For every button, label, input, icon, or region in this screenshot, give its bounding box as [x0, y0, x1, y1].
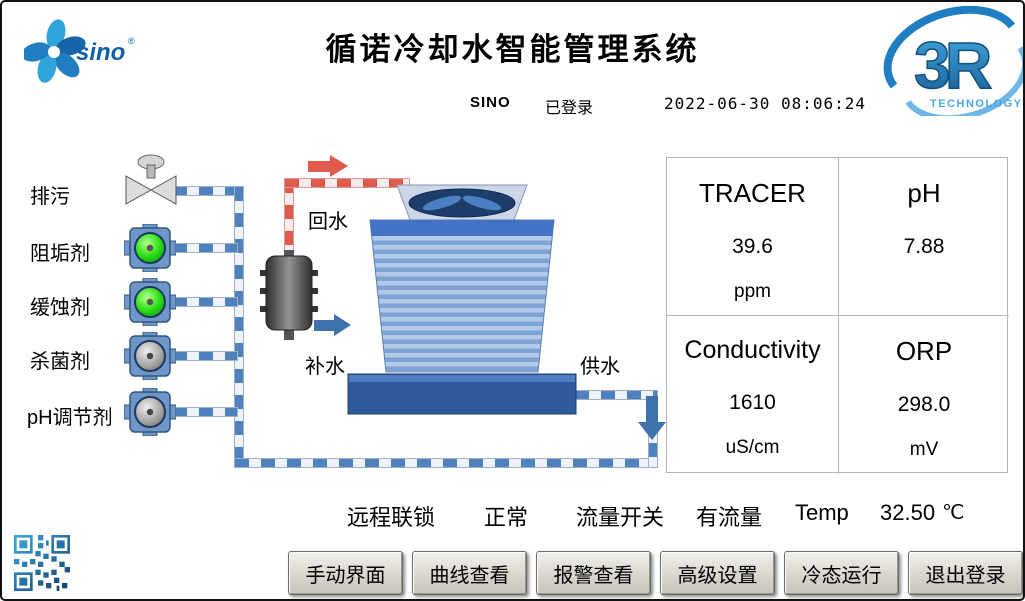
button-cold-run[interactable]: 冷态运行 — [784, 551, 899, 595]
pipe-pump1 — [172, 243, 238, 253]
button-logout[interactable]: 退出登录 — [908, 551, 1023, 595]
interlock-label: 远程联锁 — [347, 505, 436, 530]
pipe-pump3 — [172, 351, 238, 361]
conductivity-unit: uS/cm — [725, 437, 780, 458]
qr-code — [14, 535, 70, 591]
datetime: 2022-06-30 08:06:24 — [664, 94, 867, 113]
label-supply-water: 供水 — [580, 356, 620, 378]
ph-title: pH — [907, 178, 941, 208]
ph-value: 7.88 — [903, 235, 945, 258]
supply-arrow-tail — [646, 396, 658, 422]
temp-value: 32.50 — [880, 500, 936, 525]
flow-switch-value: 有流量 — [696, 505, 763, 530]
pipe-return-vertical — [284, 178, 294, 258]
user-name: SINO — [470, 94, 511, 111]
button-manual-screen[interactable]: 手动界面 — [288, 551, 403, 595]
orp-unit: mV — [909, 439, 939, 460]
button-advanced-settings[interactable]: 高级设置 — [660, 551, 775, 595]
fan-icon — [408, 188, 516, 218]
3r-swoosh-bottom — [905, 46, 1023, 116]
conductivity-value: 1610 — [729, 391, 776, 414]
blowdown-valve-icon — [125, 154, 177, 205]
sino-registered-mark: ® — [128, 36, 135, 46]
pipe-bottom-run — [234, 458, 658, 468]
3r-swoosh-top — [883, 6, 1016, 89]
bottom-button-bar: 手动界面 曲线查看 报警查看 高级设置 冷态运行 退出登录 — [288, 551, 1023, 595]
label-scale-inhibitor: 阻垢剂 — [30, 243, 90, 265]
label-ph-adjuster: pH调节剂 — [27, 407, 113, 429]
tracer-unit: ppm — [734, 281, 771, 302]
flow-switch-label: 流量开关 — [576, 505, 665, 530]
3r-logo: 3R TECHNOLOGY — [883, 6, 1023, 116]
label-corrosion-inhibitor: 缓蚀剂 — [30, 297, 90, 319]
filter-vessel-icon — [260, 250, 318, 340]
label-makeup-water: 补水 — [305, 356, 345, 378]
return-arrow-head — [330, 155, 348, 177]
temp-label: Temp — [795, 500, 849, 525]
tower-top-band — [370, 220, 554, 236]
button-alarm-view[interactable]: 报警查看 — [536, 551, 651, 595]
measurement-panel: TRACER 39.6 ppm pH 7.88 Conductivity 161… — [666, 157, 1009, 474]
label-blowdown: 排污 — [30, 186, 70, 208]
label-biocide: 杀菌剂 — [30, 351, 90, 373]
3r-logo-text: 3R — [914, 28, 992, 102]
conductivity-title: Conductivity — [684, 336, 821, 364]
orp-title: ORP — [895, 336, 953, 366]
pipe-pump2 — [172, 297, 238, 307]
pump-scale-inhibitor — [124, 224, 176, 272]
tracer-title: TRACER — [699, 178, 806, 208]
sino-logo: sino ® — [24, 19, 135, 83]
cell-tracer: TRACER 39.6 ppm — [667, 158, 839, 316]
makeup-arrow-tail — [314, 320, 334, 331]
pipe-pump4 — [172, 407, 238, 417]
cell-orp: ORP 298.0 mV — [839, 316, 1009, 474]
cell-conductivity: Conductivity 1610 uS/cm — [667, 316, 839, 474]
orp-value: 298.0 — [897, 393, 951, 416]
3r-logo-subtext: TECHNOLOGY — [930, 98, 1023, 110]
button-curve-view[interactable]: 曲线查看 — [412, 551, 527, 595]
interlock-value: 正常 — [484, 505, 529, 530]
cell-ph: pH 7.88 — [839, 158, 1009, 316]
page-title: 循诺冷却水智能管理系统 — [325, 32, 700, 67]
pump-biocide — [124, 332, 176, 380]
makeup-arrow-head — [334, 314, 351, 336]
supply-arrow-head — [638, 422, 666, 440]
label-return-water: 回水 — [308, 211, 348, 233]
cooling-tower — [347, 184, 577, 415]
pump-ph-adjuster — [124, 388, 176, 436]
login-status: 已登录 — [545, 100, 594, 117]
pipe-dosing-trunk — [234, 186, 244, 468]
sino-logo-text: sino — [76, 39, 125, 66]
pump-corrosion-inhibitor — [124, 278, 176, 326]
temp-unit: ℃ — [942, 502, 965, 524]
tracer-value: 39.6 — [732, 235, 773, 258]
return-arrow-tail — [308, 161, 330, 172]
tower-body — [369, 219, 555, 373]
pipe-return-horizontal — [284, 178, 410, 188]
sino-pinwheel-icon — [24, 19, 86, 83]
